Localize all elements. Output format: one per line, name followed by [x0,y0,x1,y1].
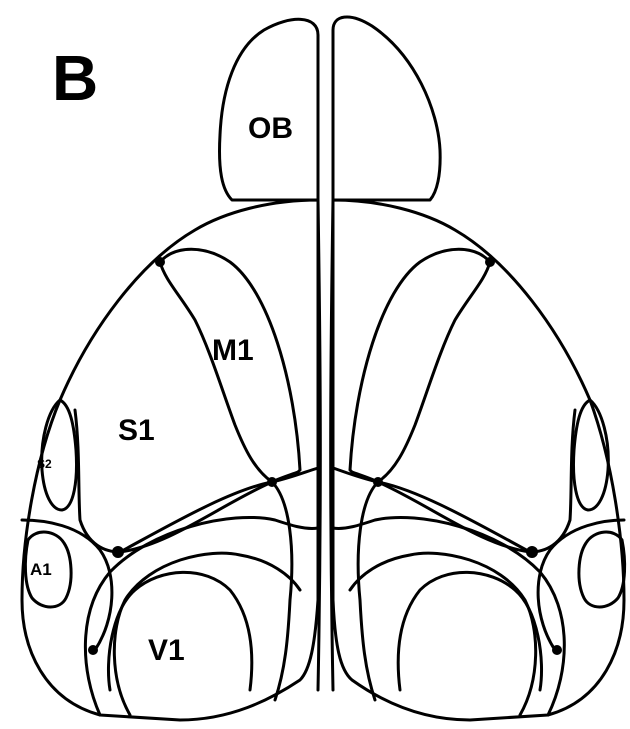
a1-region-right [579,532,625,607]
s2-region-right [574,400,609,510]
olfactory-bulb-left [220,19,319,200]
junction-mark [552,645,562,655]
v1-region-left [108,572,251,690]
label-ob: OB [248,112,293,145]
right-hemisphere-outline [333,200,624,720]
junction-mark [155,257,165,267]
label-s1: S1 [118,414,155,447]
posterior-band-vertical-left [272,482,292,700]
midline-fissure [318,200,333,690]
s2-region-left [42,400,77,510]
m1-boundary-right [350,249,490,482]
junction-mark [112,546,124,558]
junction-mark [485,257,495,267]
label-s2: S2 [37,457,52,471]
junction-mark [88,645,98,655]
posterior-band-vertical-right [358,482,378,700]
v1-region-right [398,572,541,690]
junction-mark [267,477,277,487]
auditory-ring-left [22,520,112,650]
panel-letter: B [52,42,98,114]
junction-mark [526,546,538,558]
olfactory-bulb-right [333,17,440,200]
label-a1: A1 [30,560,52,579]
junction-mark [373,477,383,487]
label-v1: V1 [148,634,185,667]
label-m1: M1 [212,334,254,367]
